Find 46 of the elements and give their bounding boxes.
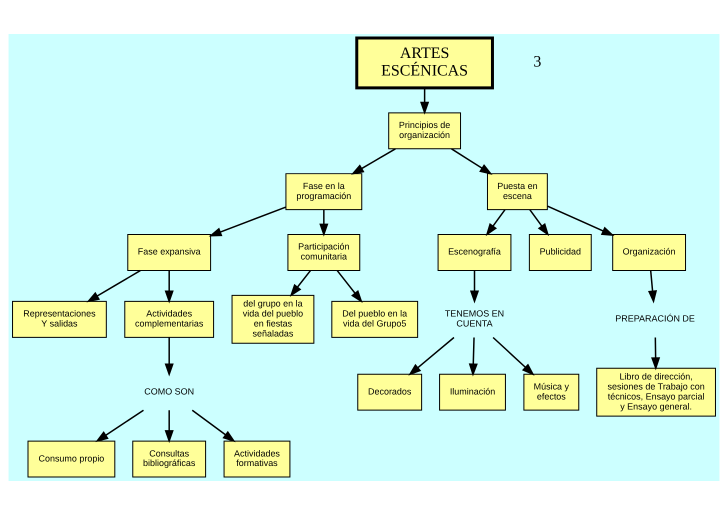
node-box: Fase en la programación (285, 172, 362, 210)
arrow (468, 336, 478, 376)
arrow (529, 208, 550, 236)
arrow (350, 148, 396, 174)
arrow (164, 410, 174, 443)
arrow (319, 209, 328, 236)
arrow (651, 337, 660, 370)
node-box: Organización (612, 234, 686, 270)
node-box: Iluminación (439, 373, 506, 410)
arrow (408, 336, 454, 376)
arrow (164, 270, 174, 303)
node-box: Del pueblo en la vida del Grupo5 (331, 300, 418, 338)
arrow (470, 270, 480, 303)
node-text: COMO SON (144, 386, 194, 396)
node-box: Decorados (357, 373, 422, 410)
arrow (648, 270, 658, 303)
node-box: Música y efectos (523, 373, 580, 410)
node-box: Representaciones Y salidas (12, 300, 107, 338)
arrow (290, 270, 312, 296)
node-text: TENEMOS EN CUENTA (444, 308, 504, 328)
arrow (208, 206, 286, 236)
arrow (486, 208, 506, 236)
arrow (547, 204, 615, 236)
node-box: Libro de dirección, sesiones de Trabajo con técnicos, Ensayo parcial y Ensayo general. (596, 367, 716, 416)
arrow (492, 336, 535, 376)
node-box: Consumo propio (28, 440, 116, 477)
node-box: Escenografía (438, 234, 512, 270)
node-box: Publicidad (528, 234, 592, 270)
arrow (95, 409, 144, 442)
arrow (192, 409, 236, 442)
node-box: Actividades complementarias (124, 300, 214, 338)
arrow (451, 148, 493, 174)
node-box: Actividades formativas (224, 440, 290, 477)
node-box: Participación comunitaria (287, 234, 360, 270)
node-text: PREPARACIÓN DE (615, 313, 695, 324)
node-box: Puesta en escena (486, 172, 548, 210)
arrow (336, 270, 363, 302)
arrow (420, 88, 430, 114)
node-box: Fase expansiva (127, 234, 212, 270)
label: 3 (533, 53, 542, 70)
node-box: del grupo en la vida del pueblo en fiestas señaladas (232, 294, 314, 344)
node-box: ARTES ESCÉNICAS (355, 36, 494, 89)
arrow (164, 337, 174, 376)
arrow (86, 269, 141, 302)
node-box: Consultas bibliográficas (132, 440, 206, 477)
node-box: Principios de organización (388, 112, 462, 149)
